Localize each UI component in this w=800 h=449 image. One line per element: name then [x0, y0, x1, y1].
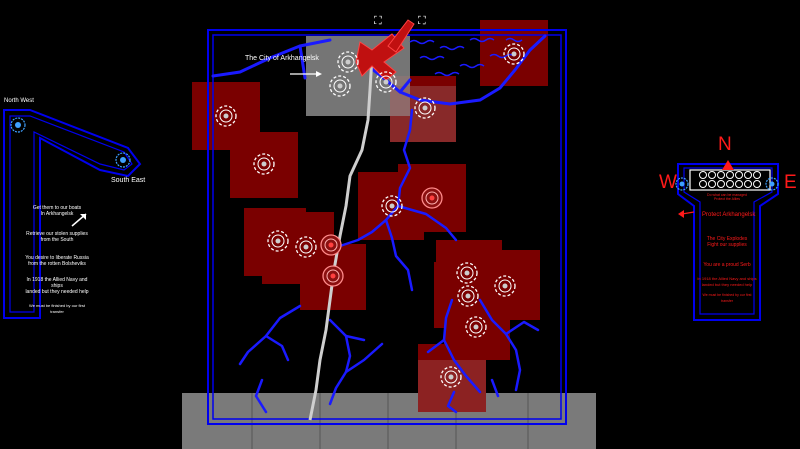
svg-text:⛶: ⛶ [374, 14, 382, 27]
docks: ⛶ ⛶ [355, 14, 426, 81]
compass-dot-icon [726, 180, 734, 188]
briefing-line: You desire to liberate Russia [25, 255, 89, 261]
compass-east: E [784, 172, 797, 193]
village-marker-icon[interactable] [215, 105, 237, 127]
compass-dot-icon [735, 171, 743, 179]
village-marker-icon[interactable] [456, 262, 478, 284]
objective-label: Protect Arkhangelsk [702, 212, 756, 218]
village-marker-icon[interactable] [375, 71, 397, 93]
briefing-line: The City Explodes [706, 236, 748, 242]
compass-dot-icon [744, 171, 752, 179]
small-line: Protect the Allies [713, 197, 741, 201]
compass-north: N [718, 134, 732, 155]
village-marker-icon[interactable] [267, 230, 289, 252]
compass-dot-icon [717, 171, 725, 179]
sea-waves [409, 37, 523, 77]
village-marker-icon[interactable] [503, 43, 525, 65]
svg-text:⛶: ⛶ [418, 14, 426, 27]
compass-dot-icon [735, 180, 743, 188]
compass-dot-icon [708, 180, 716, 188]
label-north-west: North West [4, 98, 34, 104]
compass-west: W [659, 172, 677, 193]
briefing-line: In 1918 the Allied Navy and ships [26, 277, 88, 289]
right-small-text: Do what can be managed Protect the Allie… [700, 193, 754, 201]
right-briefing: The City Explodes Fight our supplies You… [697, 236, 757, 304]
left-briefing: Get them to our boats In Arkhangelsk Ret… [22, 205, 92, 315]
briefing-line: landed but they needed help [701, 282, 753, 287]
briefing-line: Get them to our boats [32, 205, 82, 211]
briefing-line: In 1918 the Allied Navy and ships [697, 276, 757, 281]
main-road [308, 55, 374, 421]
compass-dot-icon [708, 171, 716, 179]
nw-anchor-icon[interactable] [10, 117, 26, 133]
briefing-line: You are a proud Serb [703, 262, 751, 268]
village-marker-icon[interactable] [337, 51, 359, 73]
city-label: The City of Arkhangelsk [245, 55, 319, 62]
arrow-icon [316, 71, 322, 77]
briefing-line: We must be finished by our first transfe… [29, 303, 85, 314]
compass-dot-icon [753, 180, 761, 188]
map: ⛶ ⛶ The City of Arkhangelsk [182, 14, 596, 449]
village-marker-icon[interactable] [253, 153, 275, 175]
village-marker-icon[interactable] [322, 265, 344, 287]
village-marker-icon[interactable] [414, 97, 436, 119]
arrow-icon [678, 210, 684, 218]
se-anchor-icon[interactable] [115, 152, 131, 168]
village-marker-icon[interactable] [381, 195, 403, 217]
village-marker-icon[interactable] [329, 75, 351, 97]
briefing-line: We must be finished by our first transfe… [702, 293, 752, 303]
left-panel [3, 109, 142, 319]
label-south-east: South East [111, 177, 146, 184]
compass-dot-icon [726, 171, 734, 179]
briefing-line: from the rotten Bolsheviks [28, 261, 86, 267]
village-marker-icon[interactable] [465, 316, 487, 338]
village-marker-icon[interactable] [421, 187, 443, 209]
briefing-line: landed but they needed help [25, 289, 89, 295]
compass-dot-icon [699, 171, 707, 179]
village-marker-icon[interactable] [440, 366, 462, 388]
map-frame [207, 29, 567, 425]
bottom-bar [182, 393, 596, 449]
briefing-line: Retrieve our stolen supplies [26, 231, 88, 237]
villages [215, 43, 525, 388]
rivers [238, 108, 540, 414]
village-marker-icon[interactable] [320, 234, 342, 256]
west-anchor-icon[interactable] [675, 177, 689, 191]
village-marker-icon[interactable] [494, 275, 516, 297]
compass-dot-icon [744, 180, 752, 188]
arrow-icon [80, 214, 86, 220]
village-marker-icon[interactable] [295, 236, 317, 258]
briefing-line: Fight our supplies [707, 242, 747, 248]
compass-dot-icon [717, 180, 725, 188]
village-marker-icon[interactable] [457, 285, 479, 307]
compass-dot-icon [699, 180, 707, 188]
right-panel [675, 160, 779, 321]
east-anchor-icon[interactable] [765, 177, 779, 191]
compass-rose[interactable] [699, 171, 761, 188]
briefing-line: from the South [40, 237, 74, 243]
compass-dot-icon [753, 171, 761, 179]
briefing-line: In Arkhangelsk [40, 211, 74, 217]
small-line: Do what can be managed [707, 193, 747, 197]
